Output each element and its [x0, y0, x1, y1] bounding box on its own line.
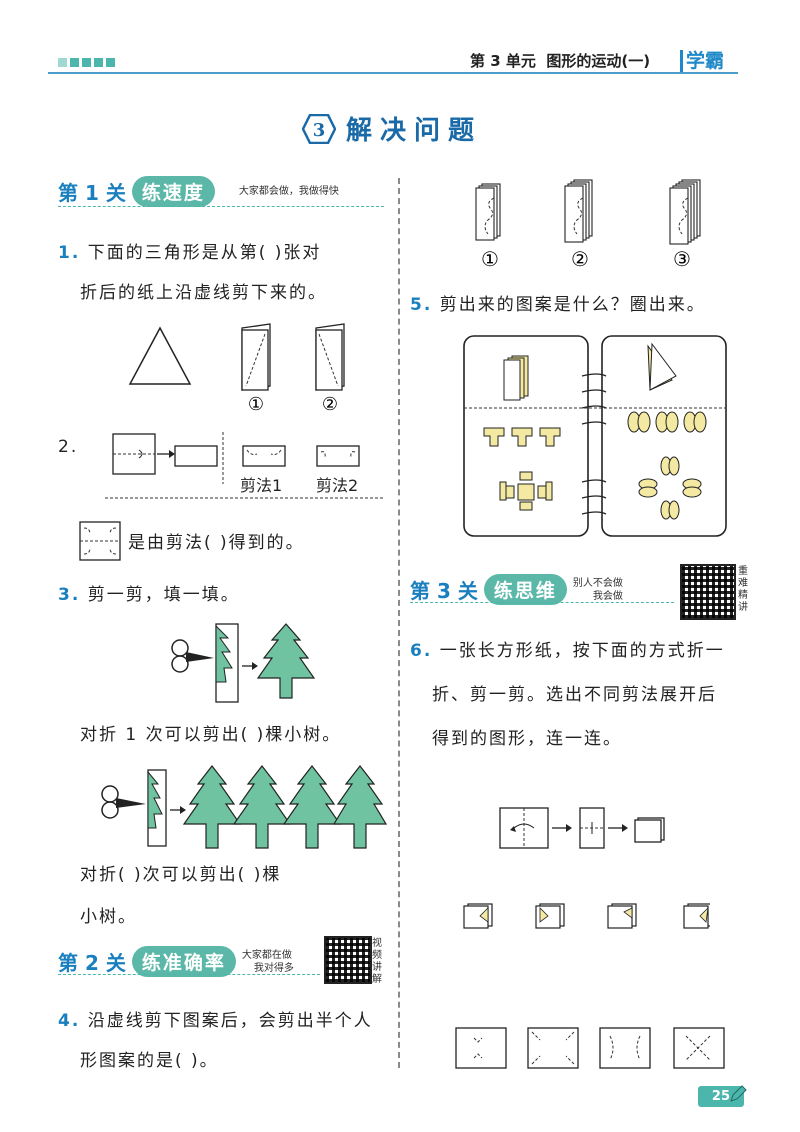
q2-result-shape — [79, 521, 121, 561]
lesson-title: 解决问题 — [346, 116, 483, 146]
stage3-underline — [410, 602, 674, 603]
stage3-label: 第 3 关 — [410, 579, 478, 603]
stage2-pill: 练准确率 — [131, 946, 236, 977]
q4-option2: ② — [571, 247, 589, 270]
triangle-shape — [128, 326, 192, 385]
q1-figures: ① ② — [128, 323, 345, 415]
page-number: 25 — [697, 1086, 744, 1107]
stage1-note: 大家都会做，我做得快 — [238, 186, 339, 197]
q6-cut-options — [463, 903, 710, 929]
q6-number: 6. — [410, 641, 433, 661]
q1-option1: ① — [248, 394, 264, 415]
stage2-note: 大家都在做 我对得多 — [242, 949, 294, 975]
q6-text1: 一张长方形纸，按下面的方式折一 — [439, 641, 725, 661]
stage3-note2: 我会做 — [592, 590, 623, 602]
qr-code[interactable] — [324, 936, 372, 984]
stage3-note: 别人不会做 我会做 — [573, 577, 623, 603]
q5-figures — [463, 335, 727, 537]
q1-text1: 下面的三角形是从第( )张对 — [87, 243, 322, 263]
q4-figures: ① ② ③ — [475, 179, 701, 270]
q2-number: 2. — [58, 437, 79, 457]
q2-text: 是由剪法( )得到的。 — [128, 533, 305, 553]
header-rule — [48, 72, 738, 74]
q3-figure2 — [101, 765, 388, 849]
lesson-number: 3 — [313, 120, 326, 141]
q4-option3: ③ — [673, 247, 691, 270]
q4-number: 4. — [58, 1011, 81, 1031]
q1-number: 1. — [58, 243, 81, 263]
stage1-underline — [58, 206, 384, 207]
tree-shape — [256, 623, 316, 699]
q6-line2: 折、剪一剪。选出不同剪法展开后 — [432, 685, 717, 705]
q3-line1: 对折 1 次可以剪出( )棵小树。 — [80, 725, 342, 745]
q6-line3: 得到的图形，连一连。 — [432, 729, 622, 749]
header-separator — [680, 50, 683, 72]
q5-text: 剪出来的图案是什么？圈出来。 — [439, 295, 706, 315]
pencil-icon — [730, 1085, 747, 1102]
stage3-side-text: 重难精讲 — [738, 566, 748, 613]
q5-line: 5. 剪出来的图案是什么？圈出来。 — [410, 286, 706, 324]
stage1-pill: 练速度 — [131, 176, 215, 207]
brand-logo: 学霸 — [686, 50, 725, 72]
q3-line2: 对折( )次可以剪出( )棵 — [80, 865, 282, 885]
q5-number: 5. — [410, 295, 433, 315]
q1-line1: 1. 下面的三角形是从第( )张对 — [58, 234, 321, 272]
lesson-number-badge: 3 — [302, 114, 336, 144]
column-divider — [398, 178, 400, 1068]
q6-line1: 6. 一张长方形纸，按下面的方式折一 — [410, 632, 725, 670]
stage2-side-text: 视频讲解 — [372, 938, 382, 985]
header-unit-topic: 第 3 单元 图形的运动(一) — [470, 50, 650, 71]
q4-text1: 沿虚线剪下图案后，会剪出半个人 — [87, 1011, 373, 1031]
stage2-note2: 我对得多 — [253, 962, 294, 974]
stage1-label: 第 1 关 — [58, 181, 126, 205]
stage2-header: 第 2 关 练准确率 大家都在做 我对得多 — [58, 946, 294, 977]
header-unit: 第 3 单元 — [470, 52, 536, 70]
header-topic: 图形的运动(一) — [546, 52, 651, 70]
q2-cut1-label: 剪法1 — [240, 476, 283, 495]
stage3-header: 第 3 关 练思维 别人不会做 我会做 — [410, 574, 623, 605]
q3-line3: 小树。 — [80, 907, 137, 927]
stage3-pill: 练思维 — [483, 574, 567, 605]
q4-line1: 4. 沿虚线剪下图案后，会剪出半个人 — [58, 1002, 373, 1040]
q2-cut2-label: 剪法2 — [316, 476, 359, 495]
q6-unfolded-results — [455, 1027, 725, 1069]
q4-line2: 形图案的是( )。 — [80, 1051, 219, 1071]
stage2-note1: 大家都在做 — [241, 949, 292, 961]
q3-title: 3. 剪一剪，填一填。 — [58, 576, 240, 614]
stage3-note1: 别人不会做 — [572, 577, 623, 589]
stage2-label: 第 2 关 — [58, 951, 126, 975]
q4-option1: ① — [481, 247, 499, 270]
header-decoration — [58, 58, 115, 67]
stage2-underline — [58, 974, 320, 975]
q2-figures — [105, 432, 383, 499]
qr-code-2[interactable] — [680, 564, 736, 620]
q6-fold-steps — [499, 807, 665, 849]
q1-line2: 折后的纸上沿虚线剪下来的。 — [80, 283, 327, 303]
q3-title-text: 剪一剪，填一填。 — [87, 585, 240, 605]
q3-figure1 — [171, 623, 316, 703]
q1-option2: ② — [322, 394, 338, 415]
stage1-header: 第 1 关 练速度 大家都会做，我做得快 — [58, 176, 339, 207]
q3-number: 3. — [58, 585, 81, 605]
